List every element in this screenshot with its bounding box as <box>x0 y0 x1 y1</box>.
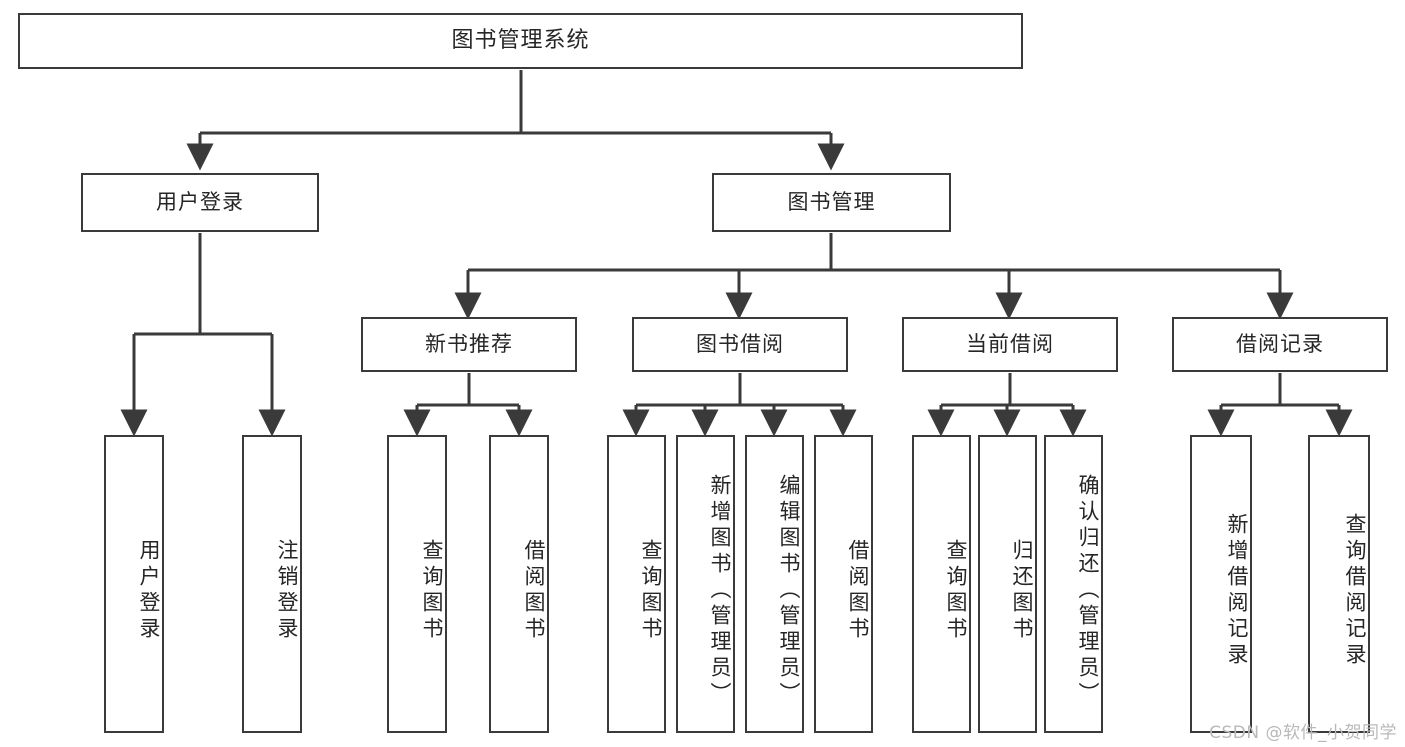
leaf-book-borrow-query-book[interactable]: 查询图书 <box>607 435 666 733</box>
leaf-user-login-logout[interactable]: 注销登录 <box>242 435 302 733</box>
node-label: 查询图书 <box>639 539 663 643</box>
leaf-current-borrow-query-book[interactable]: 查询图书 <box>912 435 971 733</box>
node-label: 查询图书 <box>420 539 444 643</box>
node-book-management[interactable]: 图书管理 <box>712 173 951 232</box>
node-label: 当前借阅 <box>966 331 1054 356</box>
node-borrow-record[interactable]: 借阅记录 <box>1172 317 1388 372</box>
node-label: 借阅图书 <box>846 539 870 643</box>
node-label: 用户登录 <box>156 189 244 214</box>
watermark: CSDN @软件_小贺同学 <box>1209 723 1397 743</box>
node-book-borrow[interactable]: 图书借阅 <box>632 317 848 372</box>
node-label: 图书管理系统 <box>451 27 590 53</box>
leaf-user-login-login[interactable]: 用户登录 <box>104 435 164 733</box>
leaf-new-book-borrow-book[interactable]: 借阅图书 <box>489 435 549 733</box>
leaf-book-borrow-borrow-book[interactable]: 借阅图书 <box>814 435 873 733</box>
node-label: 归还图书 <box>1010 539 1034 643</box>
node-label: 新增借阅记录 <box>1225 513 1249 669</box>
node-label: 借阅记录 <box>1236 331 1324 356</box>
leaf-current-borrow-confirm-return-admin[interactable]: 确认归还（管理员） <box>1044 435 1103 733</box>
node-label: 借阅图书 <box>522 539 546 643</box>
node-new-book-recommend[interactable]: 新书推荐 <box>361 317 577 372</box>
node-root-book-management-system[interactable]: 图书管理系统 <box>18 13 1023 69</box>
leaf-current-borrow-return-book[interactable]: 归还图书 <box>978 435 1037 733</box>
node-user-login[interactable]: 用户登录 <box>81 173 319 232</box>
leaf-borrow-record-add-record[interactable]: 新增借阅记录 <box>1190 435 1252 733</box>
node-label: 查询借阅记录 <box>1343 513 1367 669</box>
leaf-book-borrow-edit-book-admin[interactable]: 编辑图书（管理员） <box>745 435 804 733</box>
node-label: 用户登录 <box>137 539 161 643</box>
node-label: 新书推荐 <box>425 331 513 356</box>
leaf-new-book-query-book[interactable]: 查询图书 <box>387 435 447 733</box>
node-label: 图书管理 <box>787 189 876 214</box>
node-current-borrow[interactable]: 当前借阅 <box>902 317 1118 372</box>
node-label: 编辑图书（管理员） <box>777 474 801 708</box>
node-label: 注销登录 <box>275 539 299 643</box>
leaf-borrow-record-query-record[interactable]: 查询借阅记录 <box>1308 435 1370 733</box>
node-label: 图书借阅 <box>696 331 784 356</box>
node-label: 新增图书（管理员） <box>708 474 732 708</box>
node-label: 确认归还（管理员） <box>1076 474 1100 708</box>
node-label: 查询图书 <box>944 539 968 643</box>
leaf-book-borrow-add-book-admin[interactable]: 新增图书（管理员） <box>676 435 735 733</box>
